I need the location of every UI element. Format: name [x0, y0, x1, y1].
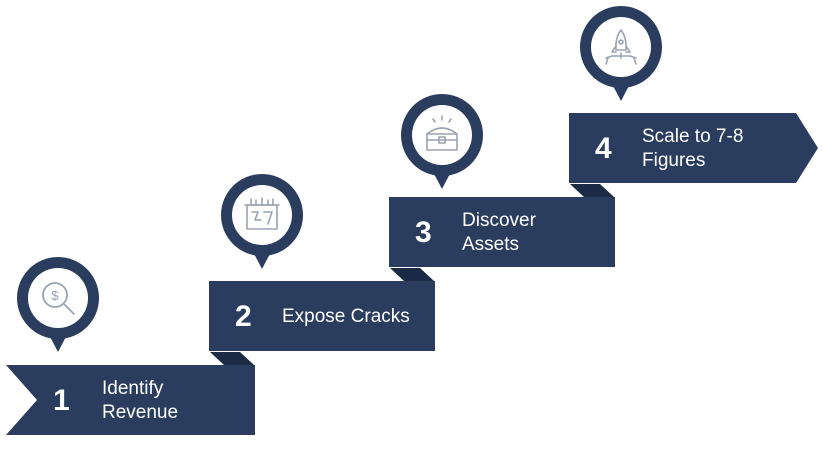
step-label-3-line-2: Assets — [462, 234, 520, 255]
step-label-2-line-1: Expose Cracks — [282, 306, 410, 327]
pin-step-2 — [221, 174, 303, 269]
step-bar-2 — [209, 281, 435, 351]
step-label-4: Scale to 7-8 Figures — [642, 125, 743, 173]
cracked-wall-icon — [244, 197, 280, 230]
dollar-magnifier-icon: $ — [42, 282, 75, 315]
pin-step-1 — [17, 257, 99, 352]
svg-text:$: $ — [51, 288, 59, 303]
step-connector-2-3 — [390, 268, 434, 281]
step-bar-1 — [6, 365, 255, 435]
step-number-4: 4 — [595, 132, 612, 165]
step-label-3-line-1: Discover — [462, 210, 536, 231]
step-label-4-line-2: Figures — [642, 150, 706, 171]
step-label-4-line-1: Scale to 7-8 — [642, 126, 744, 147]
step-number-3: 3 — [415, 216, 432, 249]
step-bar-4 — [569, 113, 818, 183]
step-connector-1-2 — [210, 352, 254, 365]
step-label-2: Expose Cracks — [282, 305, 410, 329]
rocket-launch-icon — [605, 29, 637, 65]
step-number-1: 1 — [53, 384, 70, 417]
step-label-1: Identify Revenue — [102, 377, 178, 425]
step-label-1-line-2: Revenue — [102, 402, 179, 423]
step-label-3: Discover Assets — [462, 209, 536, 257]
treasure-chest-icon — [426, 115, 458, 151]
step-bar-3 — [389, 197, 615, 267]
pin-step-3 — [401, 94, 483, 189]
step-label-1-line-1: Identify — [102, 378, 164, 399]
step-number-2: 2 — [235, 300, 252, 333]
step-connector-3-4 — [570, 184, 614, 197]
